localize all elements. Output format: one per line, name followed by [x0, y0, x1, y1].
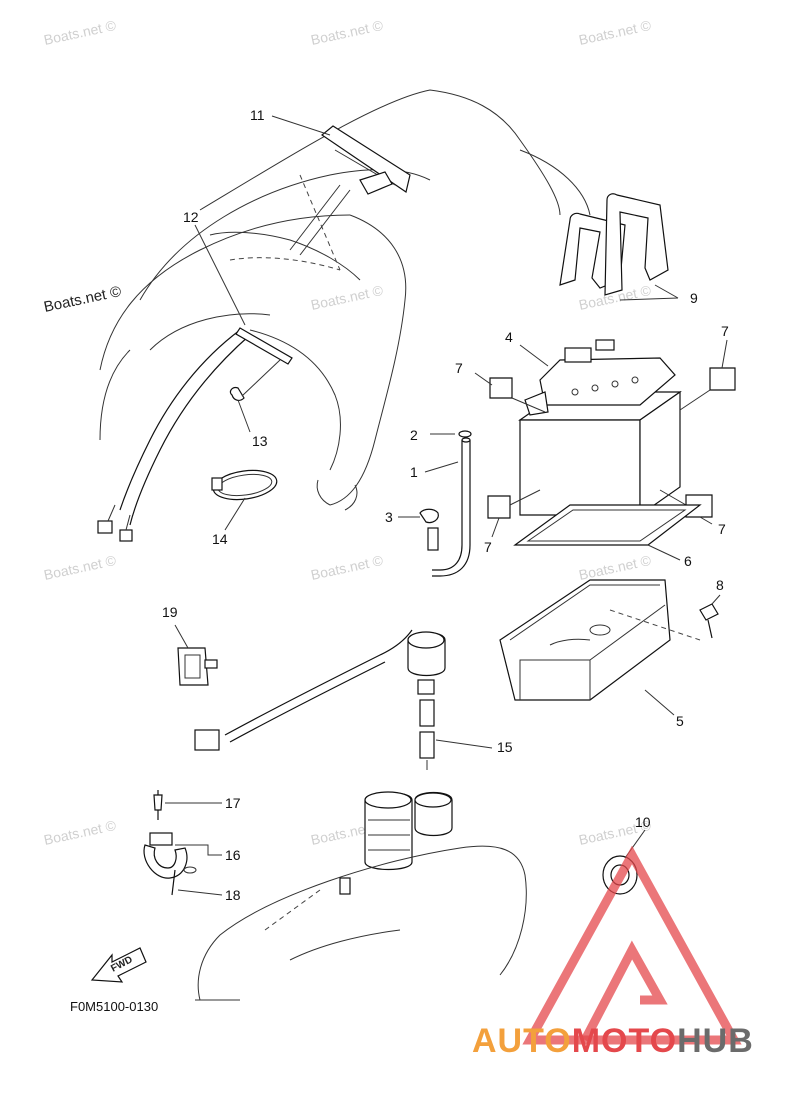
part-14-cable-tie — [211, 469, 278, 501]
fwd-arrow-icon: FWD — [90, 947, 147, 983]
leader-lines — [165, 115, 728, 896]
callout-16: 16 — [225, 847, 241, 863]
watermark: Boats.net © — [42, 552, 118, 583]
watermark: Boats.net © — [577, 17, 653, 48]
part-13-clip — [229, 359, 281, 401]
part-17-pin — [153, 790, 163, 820]
callout-4: 4 — [505, 329, 513, 345]
logo-text: AUTOMOTOHUB — [472, 1022, 754, 1060]
watermark: Boats.net © — [42, 817, 118, 848]
logo-triangle-outer — [522, 845, 742, 1045]
callout-11: 11 — [250, 107, 265, 123]
callout-7: 7 — [718, 521, 726, 537]
part-7-labels — [487, 367, 736, 519]
callout-5: 5 — [676, 713, 684, 729]
callout-2: 2 — [410, 427, 418, 443]
hull-outline — [99, 89, 591, 511]
automotohub-logo: AUTOMOTOHUB — [472, 845, 754, 1060]
part-16-clamp — [143, 832, 188, 879]
part-18-screw — [171, 866, 197, 896]
callout-7: 7 — [455, 360, 463, 376]
part-4-battery — [518, 339, 682, 517]
callout-9: 9 — [690, 290, 698, 306]
part-3-clamp — [419, 508, 439, 551]
callout-13: 13 — [252, 433, 268, 449]
watermark: Boats.net © — [42, 17, 118, 48]
logo-auto: AUTO — [472, 1022, 572, 1060]
callout-17: 17 — [225, 795, 241, 811]
filler-assembly — [339, 791, 453, 895]
callout-3: 3 — [385, 509, 393, 525]
part-11-bracket — [289, 125, 411, 256]
connector — [97, 520, 113, 534]
logo-hub: HUB — [677, 1022, 754, 1060]
callout-7: 7 — [484, 539, 492, 555]
part-1-vent-hose — [432, 437, 471, 577]
watermark: Boats.net © — [309, 282, 385, 313]
callout-7: 7 — [721, 323, 729, 339]
callouts: 11 12 13 14 2 1 3 4 7 7 7 7 9 6 8 5 10 1… — [162, 107, 729, 903]
callout-12: 12 — [183, 209, 199, 225]
callout-14: 14 — [212, 531, 228, 547]
callout-8: 8 — [716, 577, 724, 593]
watermark: Boats.net © — [309, 17, 385, 48]
connector — [119, 529, 133, 542]
callout-15: 15 — [497, 739, 513, 755]
logo-moto: MOTO — [572, 1022, 677, 1060]
watermark: Boats.net © — [309, 552, 385, 583]
part-9-battery-bands — [559, 193, 669, 296]
drawing-code: F0M5100-0130 — [70, 999, 158, 1014]
callout-18: 18 — [225, 887, 241, 903]
part-12-harness — [97, 327, 293, 542]
part-2-washer — [458, 430, 472, 438]
fuel-tank-outline — [195, 845, 527, 1001]
callout-6: 6 — [684, 553, 692, 569]
callout-10: 10 — [635, 814, 651, 830]
part-6-mat — [513, 504, 702, 546]
watermark: Boats.net © — [577, 552, 653, 583]
part-19-bracket — [177, 647, 218, 686]
logo-triangle-inner — [581, 940, 668, 1043]
callout-19: 19 — [162, 604, 178, 620]
callout-1: 1 — [410, 464, 418, 480]
part-8-bolt — [699, 603, 719, 639]
part-15-socket — [194, 629, 446, 770]
part-5-battery-box — [499, 579, 701, 701]
watermark-dark: Boats.net © — [42, 283, 122, 316]
